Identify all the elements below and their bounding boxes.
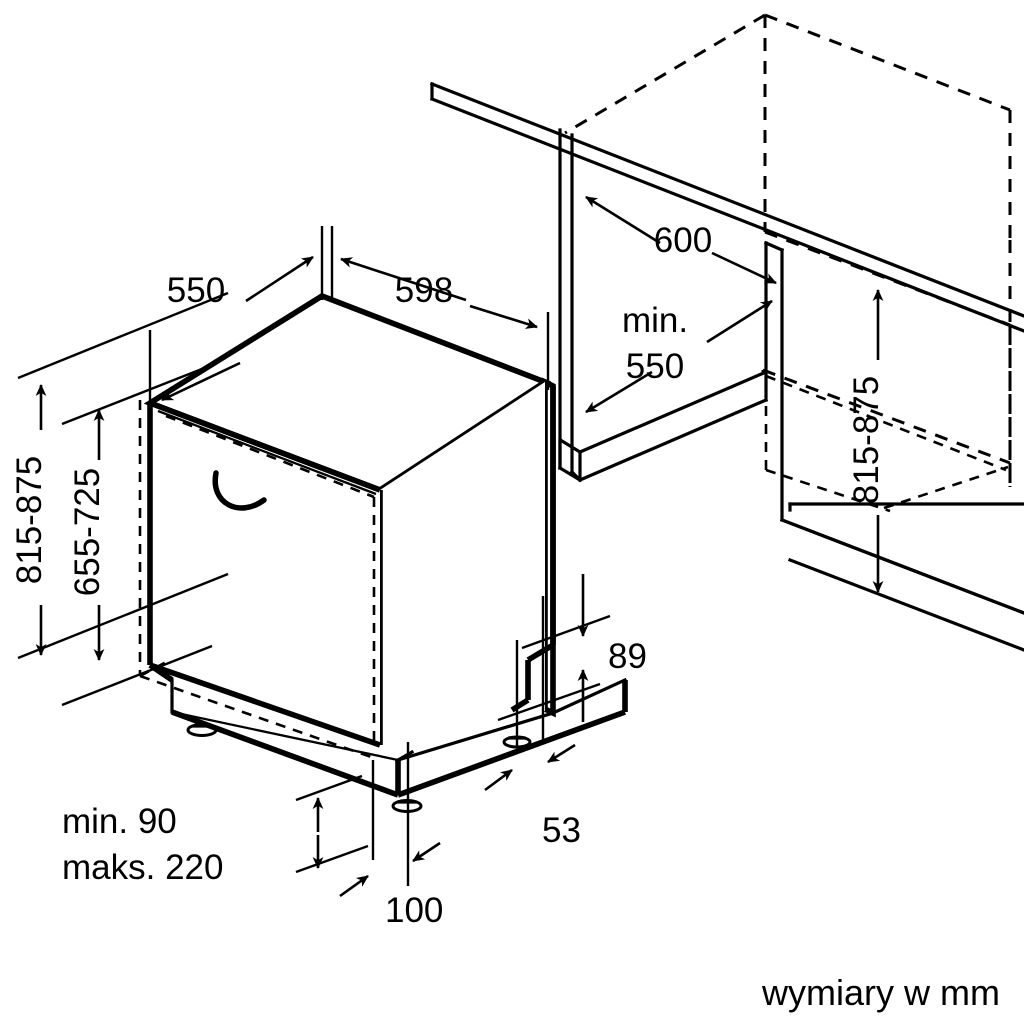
units-note: wymiary w mm — [761, 972, 1000, 1013]
dimension-100-foot-offset: 100 — [339, 742, 443, 930]
dim-label-600: 600 — [654, 221, 712, 260]
foot-left — [186, 723, 218, 737]
dim-label-815-875-right: 815-875 — [847, 376, 886, 504]
cabinet-front-panel — [558, 128, 574, 474]
dim-label-655-725-left: 655-725 — [68, 468, 107, 596]
dimension-600-niche-width: 600 — [585, 195, 777, 285]
dimension-598-top: 598 — [330, 226, 550, 390]
dimension-min-550-niche-depth: min. 550 — [585, 299, 773, 414]
dim-label-100: 100 — [385, 891, 443, 930]
right-lower-slab — [779, 517, 1024, 652]
dimension-815-875-left: 815-875 — [10, 384, 49, 656]
dim-label-598-top: 598 — [395, 271, 453, 310]
dim-label-min-550-value: 550 — [626, 347, 684, 386]
dimension-815-875-right: 815-875 — [847, 289, 886, 593]
cabinet-dashed-outline — [564, 13, 1012, 513]
dimension-655-725-left: 655-725 — [68, 409, 107, 661]
right-cabinet-panel — [779, 376, 1024, 615]
niche-bottom-shelf — [557, 369, 769, 483]
dim-label-maks-220: maks. 220 — [62, 848, 223, 887]
dimension-550-top: 550 — [148, 226, 324, 408]
dim-label-815-875-left: 815-875 — [10, 456, 49, 584]
dim-label-89: 89 — [608, 637, 647, 676]
plinth-step-profile — [510, 386, 556, 713]
dimension-53-toe-recess: 53 — [484, 596, 581, 850]
dishwasher-body — [138, 292, 628, 813]
dimension-plinth-adjustment: min. 90 maks. 220 — [62, 774, 369, 887]
worktop-slab — [429, 81, 1024, 333]
dim-label-min-prefix: min. — [622, 301, 688, 340]
dim-label-53: 53 — [542, 811, 581, 850]
cabinet-divider-panel — [763, 240, 785, 380]
cabinet-niche-group — [429, 13, 1024, 652]
door-handle-icon — [212, 470, 267, 511]
dimension-89-plinth-height: 89 — [497, 574, 647, 722]
dim-label-550-top: 550 — [167, 271, 225, 310]
left-reference-lines — [17, 291, 229, 707]
dim-label-min-90: min. 90 — [62, 802, 177, 841]
